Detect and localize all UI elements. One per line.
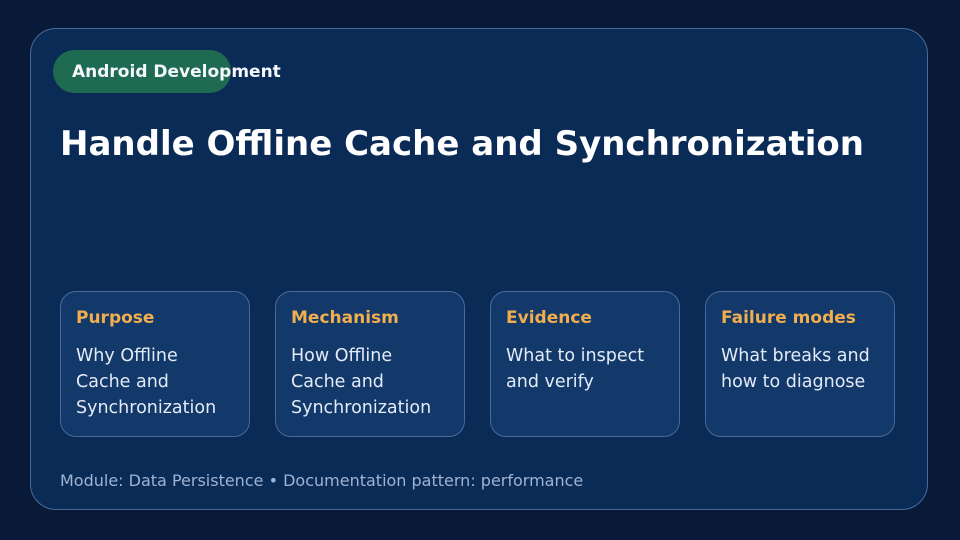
card-failure-modes: Failure modes What breaks and how to dia… [705,291,895,437]
footer-separator: • [268,471,278,490]
card-heading: Evidence [506,308,592,328]
card-heading: Failure modes [721,308,856,328]
card-mechanism: Mechanism How Offline Cache and Synchron… [275,291,465,437]
card-body: Why Offline Cache and Synchronization [76,346,217,418]
footer-pattern: Documentation pattern: performance [283,471,584,490]
card-body: What breaks and how to diagnose [721,346,870,392]
page-title: Handle Offline Cache and Synchronization [60,124,864,164]
card-evidence: Evidence What to inspect and verify [490,291,680,437]
category-badge: Android Development [53,50,281,93]
card-purpose: Purpose Why Offline Cache and Synchroniz… [60,291,250,437]
footer-module: Module: Data Persistence [60,471,264,490]
card-heading: Mechanism [291,308,399,328]
card-body: What to inspect and verify [506,346,645,392]
card-body: How Offline Cache and Synchronization [291,346,432,418]
footer-meta: Module: Data Persistence • Documentation… [60,470,583,492]
card-heading: Purpose [76,308,155,328]
info-cards: Purpose Why Offline Cache and Synchroniz… [60,291,896,437]
slide-card: Android Development Handle Offline Cache… [30,28,928,510]
